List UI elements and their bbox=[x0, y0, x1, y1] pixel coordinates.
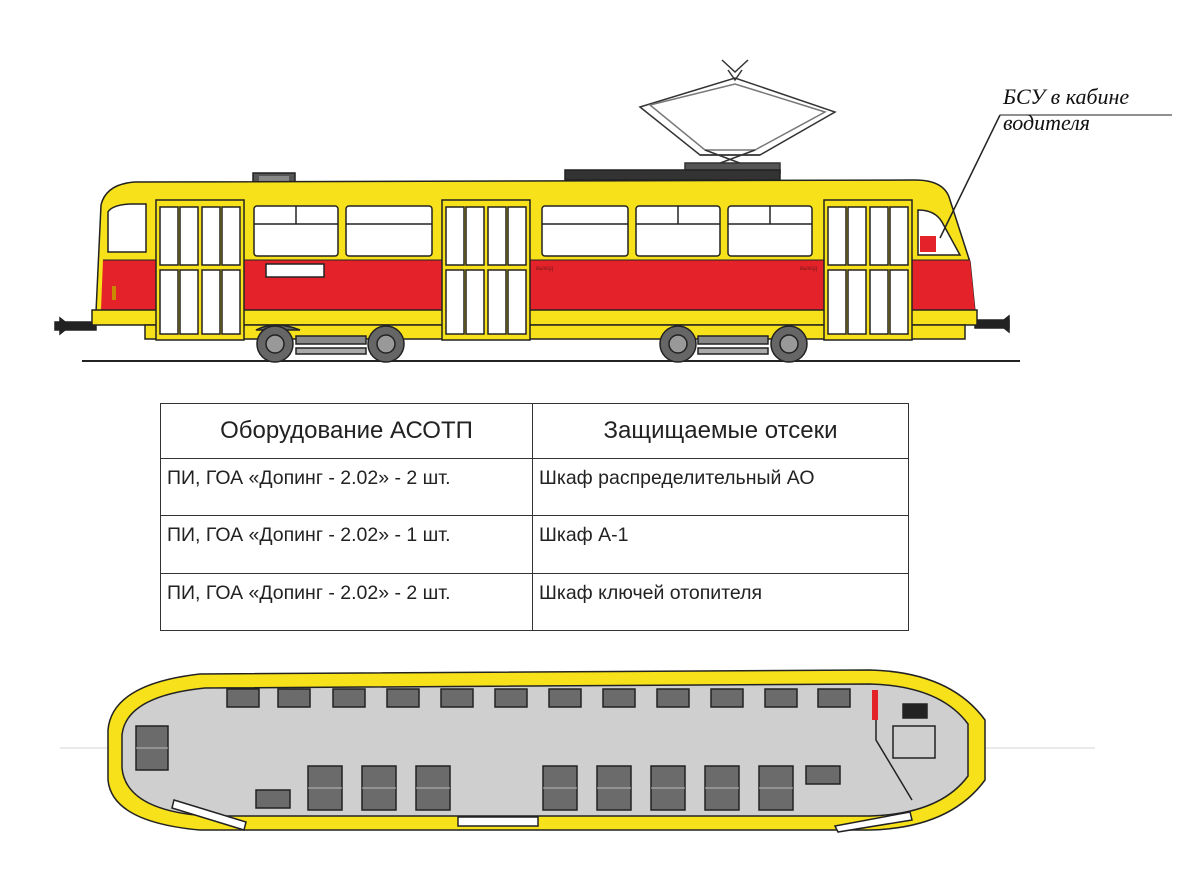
callout-line-2: водителя bbox=[1003, 110, 1091, 135]
callout-bsu: БСУ в кабине водителя bbox=[1003, 84, 1183, 136]
driver-cab bbox=[872, 690, 936, 801]
front-coupler bbox=[54, 316, 97, 336]
cell-compartment: Шкаф распределительный АО bbox=[532, 457, 909, 517]
bogie-front bbox=[255, 324, 405, 363]
table-row: ПИ, ГОА «Допинг - 2.02» - 1 шт. Шкаф А-1 bbox=[160, 515, 909, 574]
route-sign bbox=[265, 263, 325, 278]
door-2 bbox=[441, 199, 531, 341]
seats-top-row bbox=[226, 688, 851, 708]
cell-equipment: ПИ, ГОА «Допинг - 2.02» - 2 шт. bbox=[160, 572, 533, 632]
cell-equipment: ПИ, ГОА «Допинг - 2.02» - 2 шт. bbox=[160, 457, 533, 517]
door-3 bbox=[823, 199, 913, 341]
front-windshield bbox=[107, 203, 147, 253]
header-compartments: Защищаемые отсеки bbox=[532, 403, 909, 459]
door-openings bbox=[171, 799, 913, 833]
header-equipment: Оборудование АСОТП bbox=[160, 403, 533, 459]
cell-compartment: Шкаф ключей отопителя bbox=[532, 572, 909, 632]
callout-line-1: БСУ в кабине bbox=[1003, 84, 1130, 109]
door-label-1: выход bbox=[536, 266, 554, 272]
equipment-table: Оборудование АСОТП Защищаемые отсеки ПИ,… bbox=[160, 403, 909, 632]
table-row: ПИ, ГОА «Допинг - 2.02» - 2 шт. Шкаф рас… bbox=[160, 457, 909, 517]
tram-side-view: выход выход bbox=[54, 59, 1172, 363]
tram-top-view bbox=[107, 669, 986, 833]
cab-marker-red bbox=[872, 690, 878, 720]
bogie-rear bbox=[659, 325, 808, 363]
rear-coupler bbox=[974, 314, 1010, 334]
side-windows bbox=[253, 205, 813, 257]
callout-leader bbox=[939, 114, 1001, 239]
table-row: ПИ, ГОА «Допинг - 2.02» - 2 шт. Шкаф клю… bbox=[160, 572, 909, 632]
cab-control-unit bbox=[920, 236, 936, 252]
table-header-row: Оборудование АСОТП Защищаемые отсеки bbox=[160, 403, 909, 459]
cell-equipment: ПИ, ГОА «Допинг - 2.02» - 1 шт. bbox=[160, 515, 533, 574]
cell-compartment: Шкаф А-1 bbox=[532, 515, 909, 574]
door-label-2: выход bbox=[800, 266, 818, 272]
door-1 bbox=[155, 199, 245, 341]
pantograph bbox=[638, 59, 837, 174]
roof-rail bbox=[564, 169, 781, 181]
